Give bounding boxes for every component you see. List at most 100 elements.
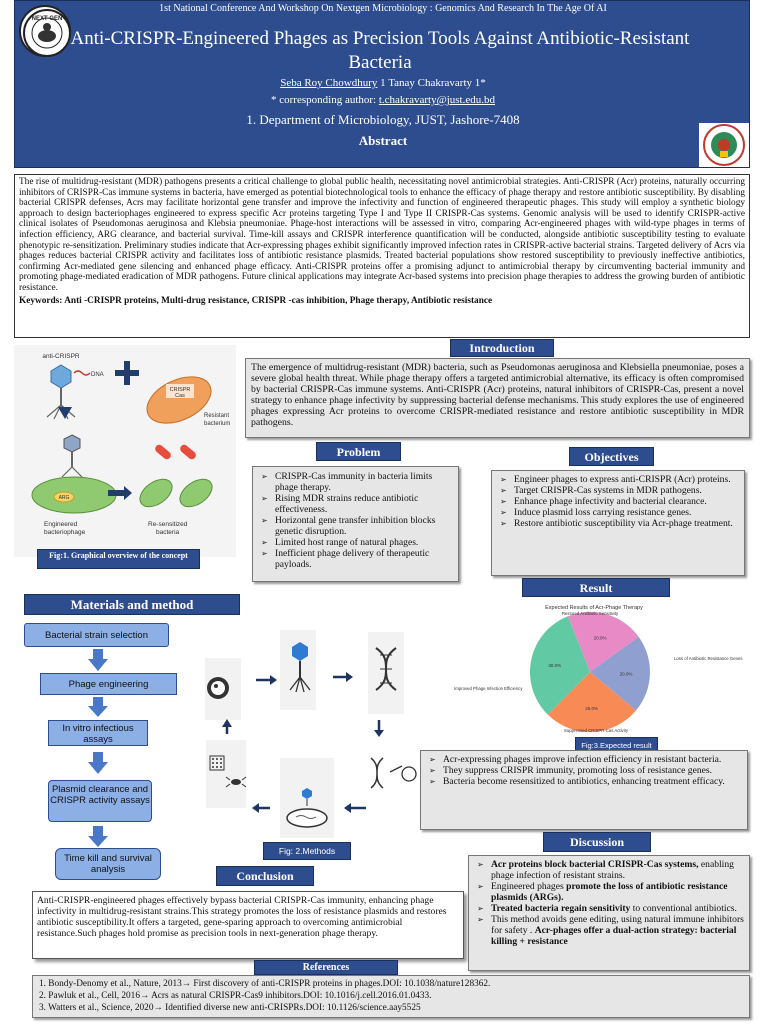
introduction-box: The emergence of multidrug-resistant (MD…	[245, 358, 750, 438]
bacteria-label: bacteria	[156, 529, 180, 536]
discussion-item: Acr proteins block bacterial CRISPR-Cas …	[477, 859, 745, 881]
discussion-normal: enabling phage infection of resistant st…	[491, 859, 734, 881]
flow-arrow-head-icon	[88, 762, 108, 774]
pie-slice	[547, 672, 636, 732]
problem-item: Horizontal gene transfer inhibition bloc…	[261, 515, 454, 537]
graphical-overview-illustration: anti-CRISPR DNA CRISPR Cas Resistant bac…	[31, 353, 230, 536]
problem-item: Inefficient phage delivery of therapeuti…	[261, 548, 454, 570]
phage-icon	[292, 642, 308, 661]
result-label: Result	[522, 578, 670, 597]
bacterium-label: bacterium	[204, 421, 230, 427]
abstract-box: The rise of multidrug-resistant (MDR) pa…	[14, 174, 750, 338]
conclusion-text: Anti-CRISPR-engineered phages effectivel…	[37, 895, 447, 939]
author-2: Tanay Chakravarty 1*	[388, 77, 486, 89]
keywords: Keywords: Anti -CRISPR proteins, Multi-d…	[19, 295, 493, 306]
left-arrow-icon	[252, 803, 259, 813]
conference-logo: NEXT GEN	[19, 5, 71, 57]
anti-crispr-label: anti-CRISPR	[42, 353, 80, 360]
discussion-item: Treated bacteria regain sensitivity to c…	[477, 903, 745, 914]
methods-icons	[205, 630, 417, 838]
result-item: Acr-expressing phages improve infection …	[429, 754, 743, 765]
abstract-text: The rise of multidrug-resistant (MDR) pa…	[19, 177, 745, 293]
references-label: References	[254, 960, 398, 975]
engineered-label: Engineered	[44, 521, 78, 528]
methods-illustration	[200, 622, 425, 862]
university-logo	[699, 123, 749, 167]
university-seal-icon	[703, 124, 745, 166]
problem-item: Rising MDR strains reduce antibiotic eff…	[261, 493, 454, 515]
right-arrow-icon	[270, 675, 277, 685]
poster-title: Anti-CRISPR-Engineered Phages as Precisi…	[70, 28, 690, 73]
expected-result-chart: Expected Results of Acr-Phage Therapy 20…	[430, 598, 755, 744]
resensitized-label: Re-sensitized	[148, 521, 188, 528]
introduction-text: The emergence of multidrug-resistant (MD…	[251, 362, 744, 428]
crispr-label: CRISPR	[170, 387, 191, 393]
author-sep: 1	[377, 77, 389, 89]
pie-slice	[530, 616, 590, 715]
pie-slice	[567, 612, 639, 672]
pie-value-label: 30.0%	[548, 663, 561, 668]
reference-item: 3. Watters et al., Science, 2020→ Identi…	[39, 1003, 421, 1013]
conference-logo-icon: NEXT GEN	[23, 9, 71, 57]
conclusion-box: Anti-CRISPR-engineered phages effectivel…	[32, 891, 464, 959]
flow-arrow-head-icon	[88, 706, 108, 717]
objective-item: Enhance phage infectivity and bacterial …	[500, 496, 740, 507]
department: 1. Department of Microbiology, JUST, Jas…	[246, 112, 520, 127]
problem-item: CRISPR-Cas immunity in bacteria limits p…	[261, 471, 454, 493]
discussion-item: Engineered phages promote the loss of an…	[477, 881, 745, 903]
pie-value-label: 25.0%	[585, 706, 598, 711]
flow-step-phage-engineering: Phage engineering	[40, 673, 177, 695]
conclusion-label: Conclusion	[216, 866, 314, 886]
objective-item: Induce plasmid loss carrying resistance …	[500, 507, 740, 518]
pie-slice	[590, 636, 650, 711]
dna-label: DNA	[91, 372, 104, 378]
discussion-bold: promote the loss of antibiotic resistanc…	[491, 881, 728, 903]
problem-box: CRISPR-Cas immunity in bacteria limits p…	[252, 466, 459, 582]
logo-text: NEXT GEN	[32, 16, 63, 22]
author-line: Seba Roy Chowdhury 1 Tanay Chakravarty 1…	[15, 77, 751, 89]
phage-head-icon	[50, 364, 72, 389]
corresponding-label: * corresponding author:	[271, 94, 379, 106]
engineered-bacteriophage-cell-icon	[31, 476, 117, 514]
result-box: Acr-expressing phages improve infection …	[420, 750, 748, 830]
problem-label: Problem	[316, 442, 401, 461]
right-arrow-icon	[108, 486, 132, 500]
pie-chart: Expected Results of Acr-Phage Therapy 20…	[454, 605, 743, 733]
poster-header: NEXT GEN 1st National Conference And Wor…	[14, 0, 750, 168]
reference-item: 2. Pawluk et al., Cell, 2016→ Acrs as na…	[39, 991, 432, 1001]
flow-arrow-3	[93, 752, 103, 762]
result-item: They suppress CRISPR immunity, promoting…	[429, 765, 743, 776]
discussion-item: This method avoids gene editing, using n…	[477, 914, 745, 947]
conference-title: 1st National Conference And Workshop On …	[159, 3, 607, 14]
resensitized-bacterium-icon	[139, 478, 173, 508]
bacterium-icon	[231, 779, 241, 785]
up-arrow-icon	[222, 719, 232, 727]
arg-label: ARG	[59, 495, 70, 501]
flow-step-plasmid-clearance: Plasmid clearance and CRISPR activity as…	[48, 780, 152, 822]
objective-item: Target CRISPR-Cas systems in MDR pathoge…	[500, 485, 740, 496]
cas-label: Cas	[175, 393, 185, 399]
objective-item: Engineer phages to express anti-CRISPR (…	[500, 474, 740, 485]
antibiotic-pill-icon	[155, 444, 171, 460]
corresponding-email-link[interactable]: t.chakravarty@just.edu.bd	[378, 94, 495, 106]
result-item: Bacteria become resensitized to antibiot…	[429, 776, 743, 787]
introduction-label: Introduction	[450, 339, 554, 357]
pie-category-label: Restored Antibiotic Sensitivity	[562, 611, 619, 616]
problem-item: Limited host range of natural phages.	[261, 537, 454, 548]
pie-category-label: Loss of Antibiotic Resistance Genes	[674, 656, 743, 661]
bacteriophage-label: bacteriophage	[44, 529, 86, 536]
corresponding-author: * corresponding author: t.chakravarty@ju…	[15, 94, 751, 106]
discussion-normal: This method avoids gene editing, using n…	[491, 914, 744, 936]
down-arrow-icon	[58, 407, 72, 419]
flow-arrow-1	[93, 649, 103, 659]
graphical-overview-figure: anti-CRISPR DNA CRISPR Cas Resistant bac…	[14, 345, 236, 557]
discussion-bold: Acr proteins block bacterial CRISPR-Cas …	[491, 859, 699, 870]
dna-icon	[73, 370, 91, 376]
flow-step-time-kill: Time kill and survival analysis	[55, 848, 161, 880]
pie-value-label: 20.0%	[594, 635, 607, 640]
resistant-label: Resistant	[204, 413, 229, 419]
author-1[interactable]: Seba Roy Chowdhury	[280, 77, 378, 89]
discussion-bold: Acr-phages offer a dual-action strategy:…	[491, 925, 737, 947]
objectives-box: Engineer phages to express anti-CRISPR (…	[491, 470, 745, 576]
materials-label: Materials and method	[24, 594, 240, 615]
